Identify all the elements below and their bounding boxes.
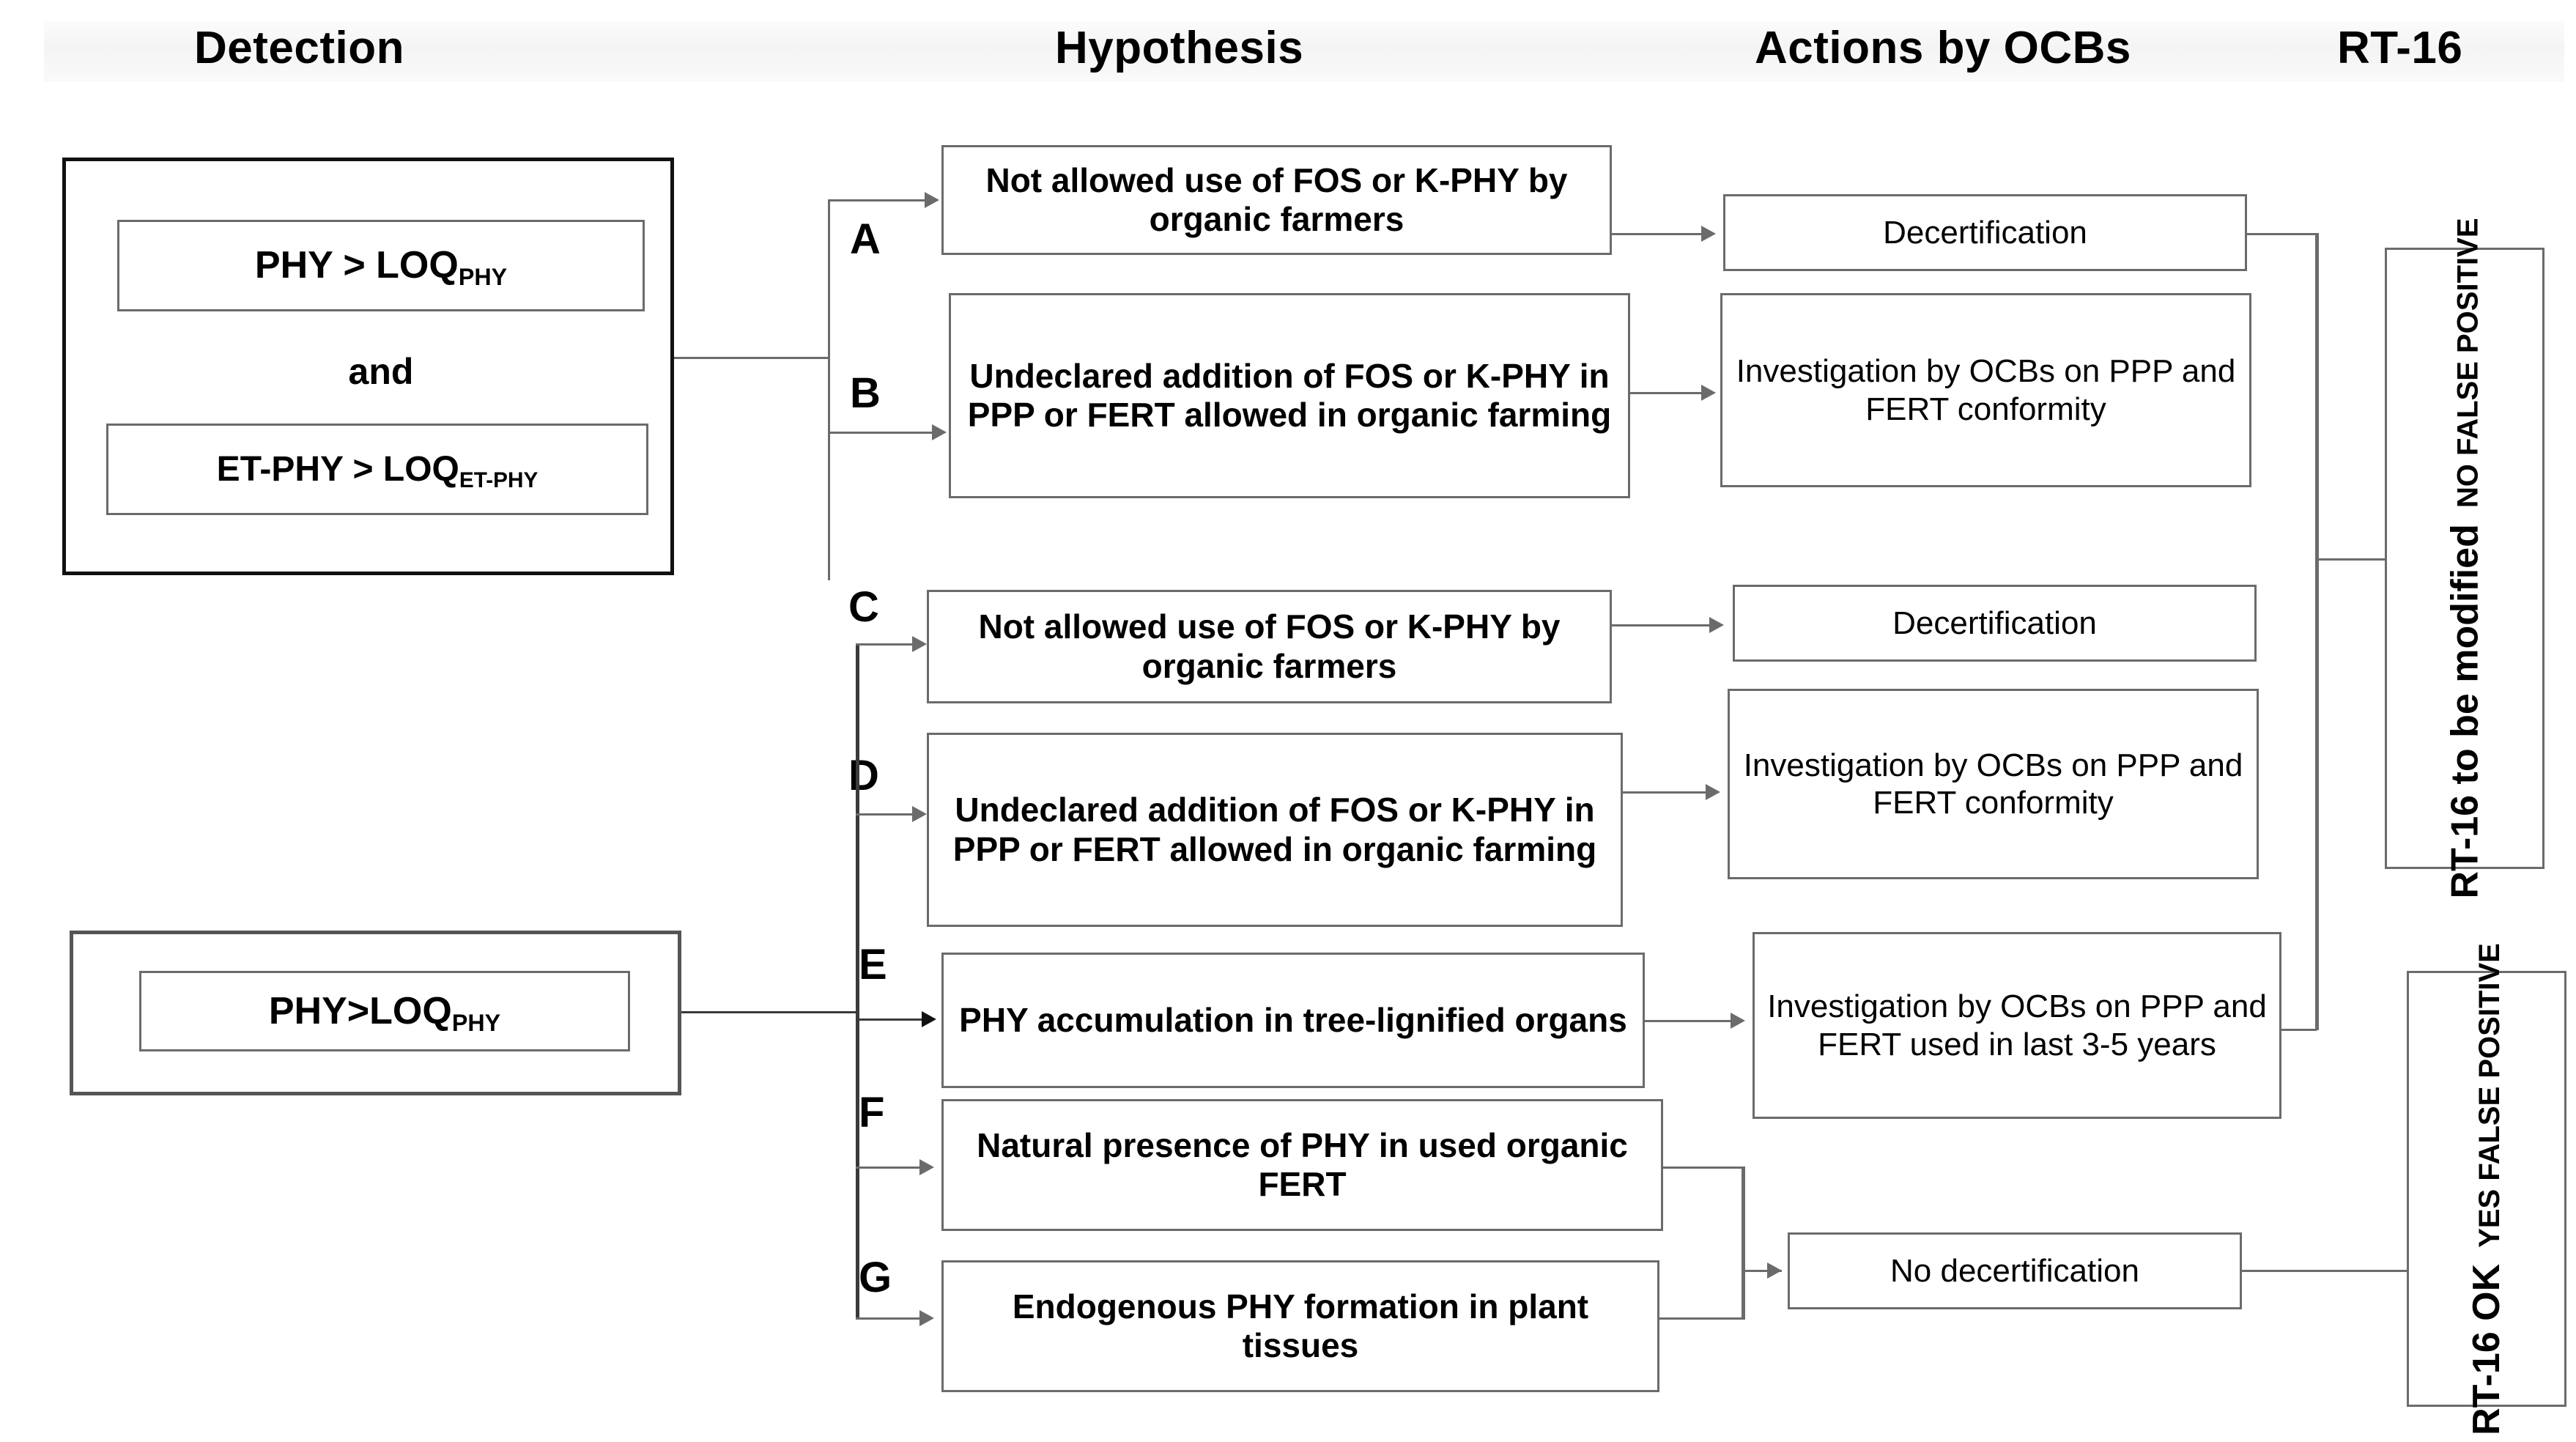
connector-to-c	[856, 643, 918, 646]
connector-e-to-action	[1645, 1020, 1734, 1022]
hypothesis-text-d: Undeclared addition of FOS or K-PHY in P…	[952, 791, 1597, 868]
column-header-detection: Detection	[194, 23, 404, 73]
action-text-2: Investigation by OCBs on PPP and FERT co…	[1736, 353, 2236, 427]
connector-bracket-to-outcome-modified	[2315, 558, 2387, 561]
connector-det2-stem	[681, 1011, 857, 1013]
outcome-ok-stack: RT-16 OK YES FALSE POSITIVE	[2465, 943, 2509, 1435]
outcome-ok-main: RT-16 OK	[2465, 1263, 2509, 1435]
action-text-4: Investigation by OCBs on PPP and FERT co…	[1743, 747, 2243, 821]
arrow-to-c	[912, 636, 927, 652]
connector-rt16-bracket	[2315, 233, 2319, 1030]
arrow-to-g	[919, 1310, 934, 1326]
detection-connector-and: and	[348, 351, 414, 392]
arrow-fg-to-action	[1767, 1262, 1782, 1279]
arrow-a-to-action	[1701, 226, 1716, 242]
hypothesis-label-g: G	[859, 1254, 892, 1301]
detection-condition-2: ET-PHY > LOQET-PHY	[106, 424, 648, 515]
detection-condition-2-main: ET-PHY > LOQ	[216, 449, 459, 489]
connector-d-to-action	[1623, 791, 1709, 794]
action-box-decertification-1: Decertification	[1723, 194, 2247, 271]
hypothesis-box-g: Endogenous PHY formation in plant tissue…	[941, 1260, 1659, 1392]
hypothesis-label-b: B	[850, 369, 881, 417]
hypothesis-text-c: Not allowed use of FOS or K-PHY by organ…	[978, 607, 1561, 685]
connector-to-d	[856, 813, 918, 816]
outcome-box-ok: RT-16 OK YES FALSE POSITIVE	[2407, 943, 2566, 1435]
hypothesis-label-e: E	[859, 941, 887, 988]
hypothesis-text-a: Not allowed use of FOS or K-PHY by organ…	[985, 160, 1568, 238]
connector-action1-right	[2247, 233, 2317, 235]
connector-to-f	[856, 1166, 925, 1169]
outcome-ok-sub: YES FALSE POSITIVE	[2473, 942, 2506, 1248]
action-box-decertification-2: Decertification	[1733, 585, 2257, 662]
outcome-modified-stack: RT-16 to be modified NO FALSE POSITIVE	[2443, 218, 2487, 899]
outcome-modified-main: RT-16 to be modified	[2443, 524, 2486, 899]
detection-condition-1-main: PHY > LOQ	[254, 244, 459, 287]
arrow-c-to-action	[1709, 617, 1724, 633]
arrow-to-b	[932, 424, 947, 440]
connector-a-to-action	[1612, 233, 1707, 235]
hypothesis-text-f: Natural presence of PHY in used organic …	[977, 1125, 1628, 1203]
arrow-b-to-action	[1701, 385, 1716, 401]
connector-det1-split	[828, 199, 830, 580]
connector-b-to-action	[1630, 392, 1707, 394]
connector-action5-right	[2281, 1029, 2317, 1031]
hypothesis-text-b: Undeclared addition of FOS or K-PHY in P…	[967, 356, 1612, 434]
detection-condition-1-sub: PHY	[458, 264, 508, 291]
detection-condition-2-sub: ET-PHY	[459, 467, 538, 492]
hypothesis-box-d: Undeclared addition of FOS or K-PHY in P…	[927, 733, 1623, 927]
hypothesis-label-a: A	[850, 215, 881, 263]
hypothesis-label-f: F	[859, 1089, 885, 1136]
hypothesis-box-f: Natural presence of PHY in used organic …	[941, 1099, 1663, 1231]
arrow-to-a	[925, 192, 939, 208]
arrow-d-to-action	[1706, 784, 1720, 800]
hypothesis-box-e: PHY accumulation in tree-lignified organ…	[941, 953, 1645, 1088]
connector-to-e	[856, 1018, 925, 1021]
column-header-actions: Actions by OCBs	[1755, 23, 2131, 73]
connector-fg-bracket	[1742, 1166, 1745, 1320]
hypothesis-box-a: Not allowed use of FOS or K-PHY by organ…	[941, 145, 1612, 255]
action-box-investigation-1: Investigation by OCBs on PPP and FERT co…	[1720, 293, 2251, 487]
action-text-6: No decertification	[1890, 1252, 2139, 1289]
connector-det1-stem	[674, 357, 829, 359]
action-box-investigation-2: Investigation by OCBs on PPP and FERT co…	[1728, 689, 2259, 879]
connector-to-b	[828, 432, 938, 434]
arrow-to-e	[922, 1011, 936, 1027]
outcome-modified-sub: NO FALSE POSITIVE	[2451, 218, 2484, 509]
header-band	[44, 21, 2564, 82]
connector-c-to-action	[1612, 624, 1714, 626]
action-text-3: Decertification	[1892, 604, 2097, 641]
action-box-no-decertification: No decertification	[1788, 1232, 2242, 1309]
detection-condition-3-sub: PHY	[451, 1009, 501, 1036]
arrow-e-to-action	[1731, 1013, 1745, 1029]
hypothesis-box-c: Not allowed use of FOS or K-PHY by organ…	[927, 590, 1612, 703]
action-text-1: Decertification	[1883, 214, 2087, 251]
action-box-investigation-3: Investigation by OCBs on PPP and FERT us…	[1753, 932, 2281, 1119]
detection-condition-3-main: PHY>LOQ	[268, 989, 452, 1032]
connector-fg-to-action	[1742, 1270, 1782, 1272]
detection-condition-1: PHY > LOQPHY	[117, 220, 645, 311]
connector-det2-split	[856, 643, 859, 1317]
hypothesis-box-b: Undeclared addition of FOS or K-PHY in P…	[949, 293, 1630, 498]
arrow-to-f	[919, 1159, 934, 1175]
column-header-hypothesis: Hypothesis	[1055, 23, 1304, 73]
hypothesis-label-c: C	[848, 583, 879, 631]
action-text-5: Investigation by OCBs on PPP and FERT us…	[1767, 988, 2267, 1062]
connector-g-merge	[1659, 1317, 1744, 1320]
outcome-box-modified: RT-16 to be modified NO FALSE POSITIVE	[2385, 218, 2544, 899]
hypothesis-text-g: Endogenous PHY formation in plant tissue…	[1012, 1287, 1589, 1364]
connector-to-g	[856, 1317, 925, 1320]
arrow-to-d	[912, 806, 927, 822]
hypothesis-label-d: D	[848, 752, 879, 799]
detection-condition-3: PHY>LOQPHY	[139, 971, 630, 1051]
connector-f-merge	[1663, 1166, 1744, 1169]
hypothesis-text-e: PHY accumulation in tree-lignified organ…	[959, 1000, 1627, 1039]
column-header-rt16: RT-16	[2337, 23, 2463, 73]
connector-action6-to-outcome-ok	[2242, 1270, 2409, 1272]
connector-to-a	[828, 199, 930, 201]
